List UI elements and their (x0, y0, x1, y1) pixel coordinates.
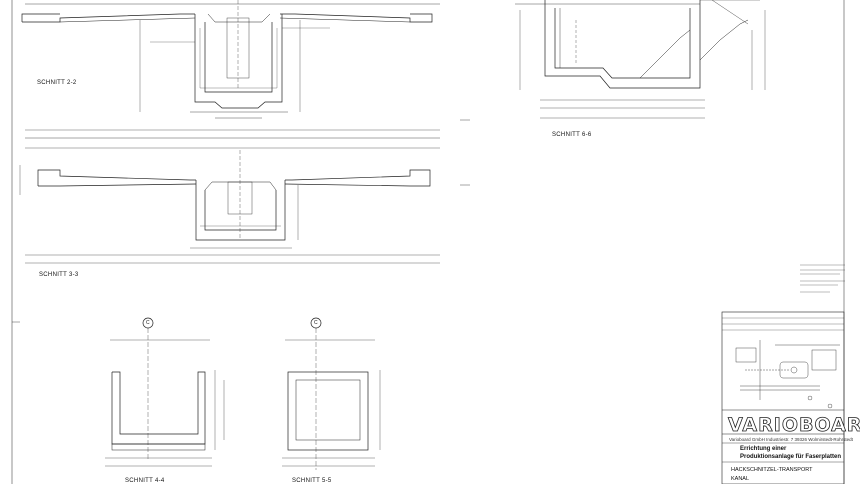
section-2-2-drawing (21, 0, 440, 131)
section-3-3-drawing (19, 137, 440, 264)
title-block (721, 311, 845, 484)
section-5-5-drawing (282, 317, 381, 470)
section-label-4-4: SCHNITT 4-4 (125, 478, 165, 484)
section-label-2-2: SCHNITT 2-2 (37, 80, 77, 86)
section-label-6-6: SCHNITT 6-6 (552, 132, 592, 138)
section-label-5-5: SCHNITT 5-5 (292, 478, 332, 484)
location-sketch (735, 340, 840, 409)
drawing-title-line1: HACKSCHNITZEL-TRANSPORT (731, 467, 813, 473)
section-marker-5: C (314, 320, 318, 326)
company-address: Varioboard GmbH Industriestr. 7 39326 Wo… (729, 437, 853, 442)
section-4-4-drawing (105, 317, 225, 467)
drawing-title-line2: KANAL (731, 476, 750, 482)
section-6-6-drawing (515, 0, 766, 119)
section-label-3-3: SCHNITT 3-3 (39, 272, 79, 278)
notes-block (800, 264, 845, 293)
project-title-line2: Produktionsanlage für Faserplatten (740, 454, 842, 460)
project-title-line1: Errichtung einer (740, 446, 787, 452)
brand-logo: VARIOBOARD (728, 414, 860, 437)
section-marker-4: C (146, 320, 150, 326)
